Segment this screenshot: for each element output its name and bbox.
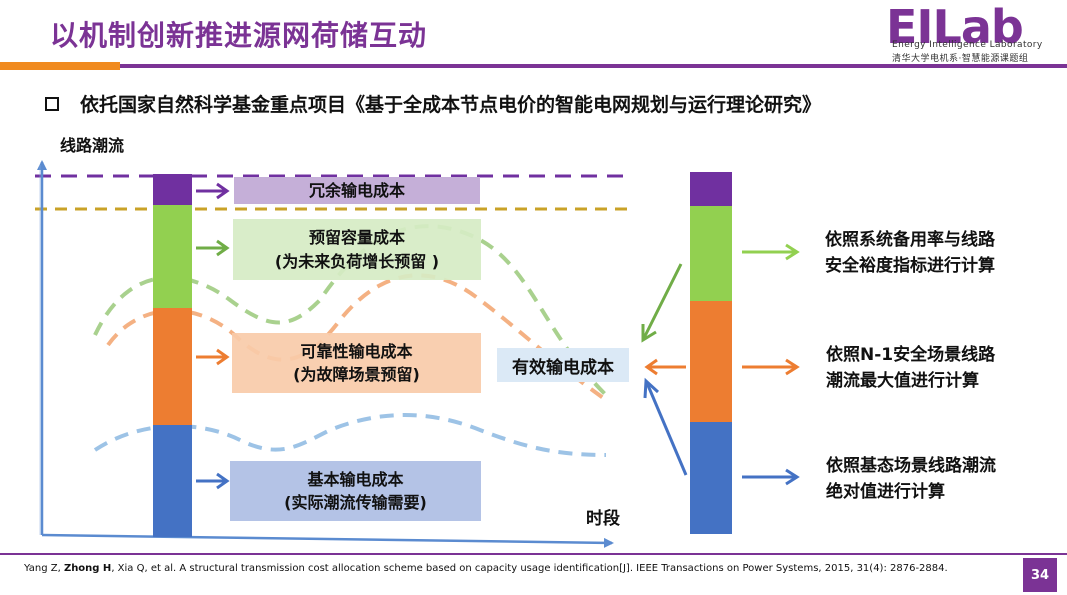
curve-blue (93, 413, 607, 457)
y-axis-label: 线路潮流 (60, 136, 125, 155)
left-bar-reserve (153, 205, 192, 308)
lab-logo: EILab (886, 0, 1024, 54)
effective-cost-label: 有效输电成本 (497, 348, 629, 382)
method-reliability: 依照N-1安全场景线路 潮流最大值进行计算 (826, 345, 996, 391)
label-reserve-cost: 预留容量成本 (为未来负荷增长预留 ) (233, 219, 481, 280)
right-bar-redundant (690, 172, 732, 206)
arrow-to-basic (196, 472, 230, 490)
arrow-to-reserve (196, 239, 230, 257)
arrow-to-reliability (196, 348, 230, 366)
header-rule (120, 64, 1067, 68)
left-bar-redundant (153, 174, 192, 205)
bullet-square-icon (45, 97, 59, 111)
x-axis (41, 533, 614, 548)
method-reserve: 依照系统备用率与线路 安全裕度指标进行计算 (825, 230, 995, 276)
logo-subtitle-en: Energy Intelligence Laboratory (892, 40, 1043, 50)
page-title: 以机制创新推进源网荷储互动 (50, 19, 428, 52)
arrow-method-reliability (742, 358, 800, 376)
logo-subtitle-cn: 清华大学电机系·智慧能源课题组 (892, 54, 1029, 64)
arrow-blue-to-effective (643, 377, 688, 476)
left-bar-basic (153, 425, 192, 537)
left-bar-reliability (153, 308, 192, 425)
x-axis-label: 时段 (586, 509, 620, 529)
arrow-green-to-effective (641, 263, 683, 343)
arrow-to-redundant (196, 182, 230, 200)
arrow-method-reserve (742, 243, 800, 261)
header-accent-orange (0, 62, 120, 70)
right-bar-basic (690, 422, 732, 534)
page-number: 34 (1023, 558, 1057, 592)
reference-text-before: Yang Z, (24, 563, 64, 574)
method-basic: 依照基态场景线路潮流 绝对值进行计算 (826, 456, 996, 502)
reference-citation: Yang Z, Zhong H, Xia Q, et al. A structu… (24, 561, 984, 577)
footer-rule (0, 553, 1067, 555)
right-bar-reliability (690, 301, 732, 422)
arrow-method-basic (742, 468, 800, 486)
right-bar-reserve (690, 206, 732, 301)
bullet-text: 依托国家自然科学基金重点项目《基于全成本节点电价的智能电网规划与运行理论研究》 (80, 94, 822, 116)
curve-orange (106, 273, 608, 402)
label-basic-cost: 基本输电成本 (实际潮流传输需要) (230, 461, 481, 521)
label-redundant-cost: 冗余输电成本 (234, 177, 480, 204)
label-reliability-cost: 可靠性输电成本 (为故障场景预留) (232, 333, 481, 393)
reference-bold-author: Zhong H (63, 563, 112, 574)
arrow-orange-to-effective (644, 358, 686, 376)
reference-text-after: , Xia Q, et al. A structural transmissio… (111, 563, 948, 574)
